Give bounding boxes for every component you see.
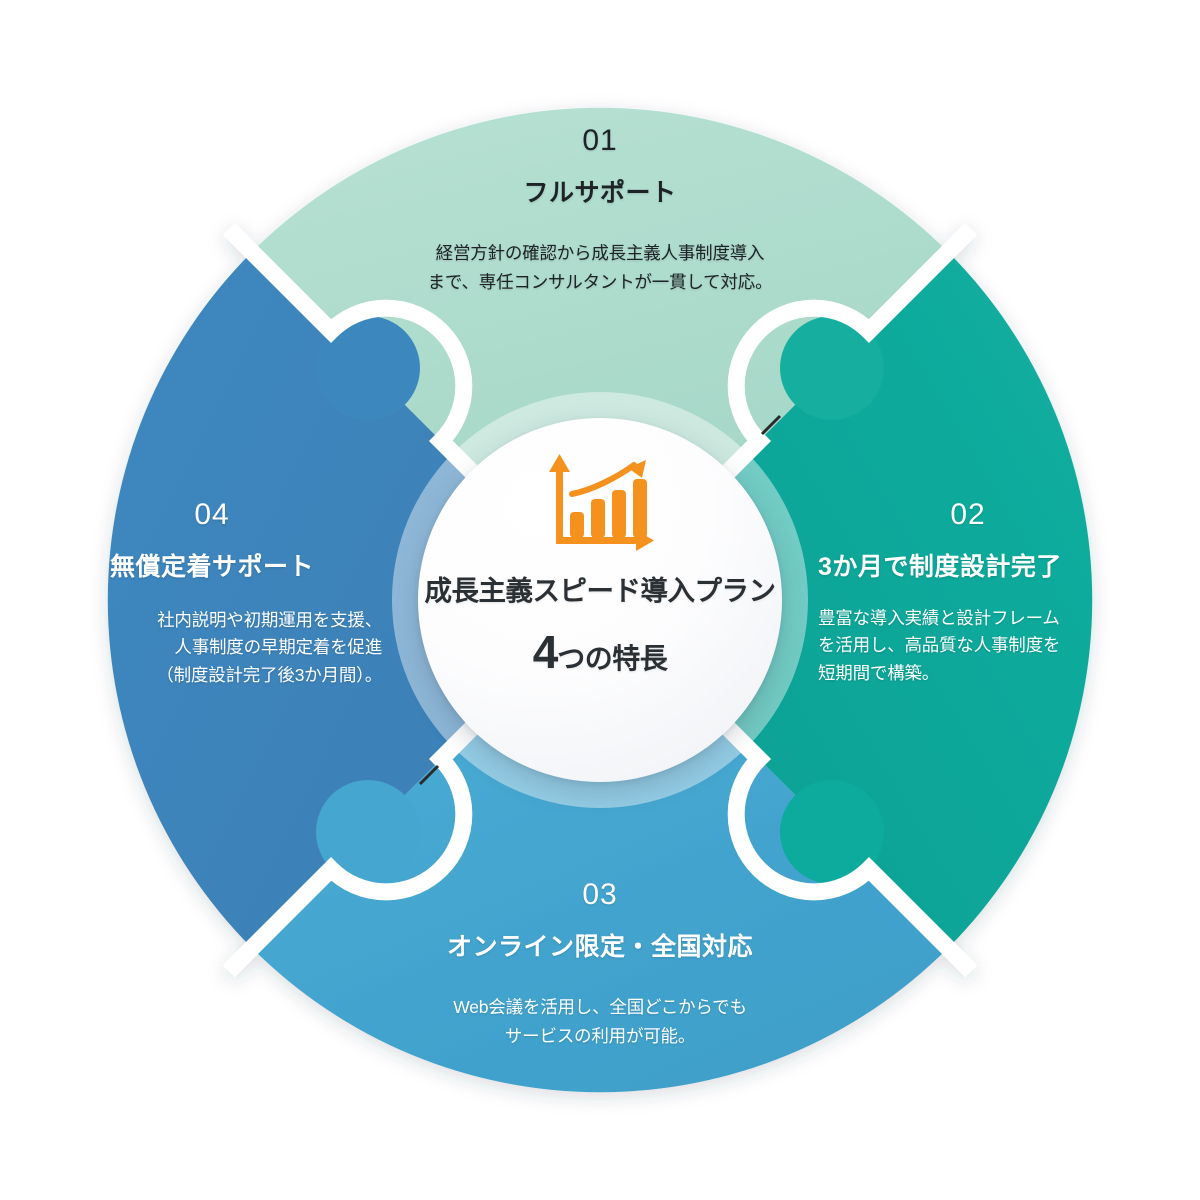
divider-nw	[187, 187, 609, 609]
hub-subtitle: 4つの特長	[533, 629, 668, 675]
growth-bar-chart-icon	[549, 454, 654, 551]
quadrant-wedge-04[interactable]	[107, 252, 601, 948]
center-hub[interactable]: 成長主義スピード導入プラン 4つの特長	[418, 418, 782, 782]
divider-ne	[591, 187, 1013, 609]
hub-subtitle-rest: つの特長	[557, 643, 668, 674]
hub-subtitle-number: 4	[532, 626, 559, 678]
puzzle-knob-04-into-01	[316, 316, 420, 420]
puzzle-knob-02-into-01	[780, 316, 884, 420]
quadrant-wedge-03[interactable]	[252, 600, 948, 1093]
divider-sw	[187, 591, 609, 1013]
puzzle-knob-03-into-04	[316, 780, 420, 884]
hub-title: 成長主義スピード導入プラン	[424, 575, 777, 606]
puzzle-knob-02-into-03	[780, 780, 884, 884]
divider-se	[591, 591, 1013, 1013]
quadrant-wedge-01[interactable]	[252, 107, 948, 600]
tick-mark-ne	[760, 414, 782, 436]
tick-mark-sw	[418, 764, 440, 786]
quadrant-wedge-02[interactable]	[600, 252, 1093, 948]
